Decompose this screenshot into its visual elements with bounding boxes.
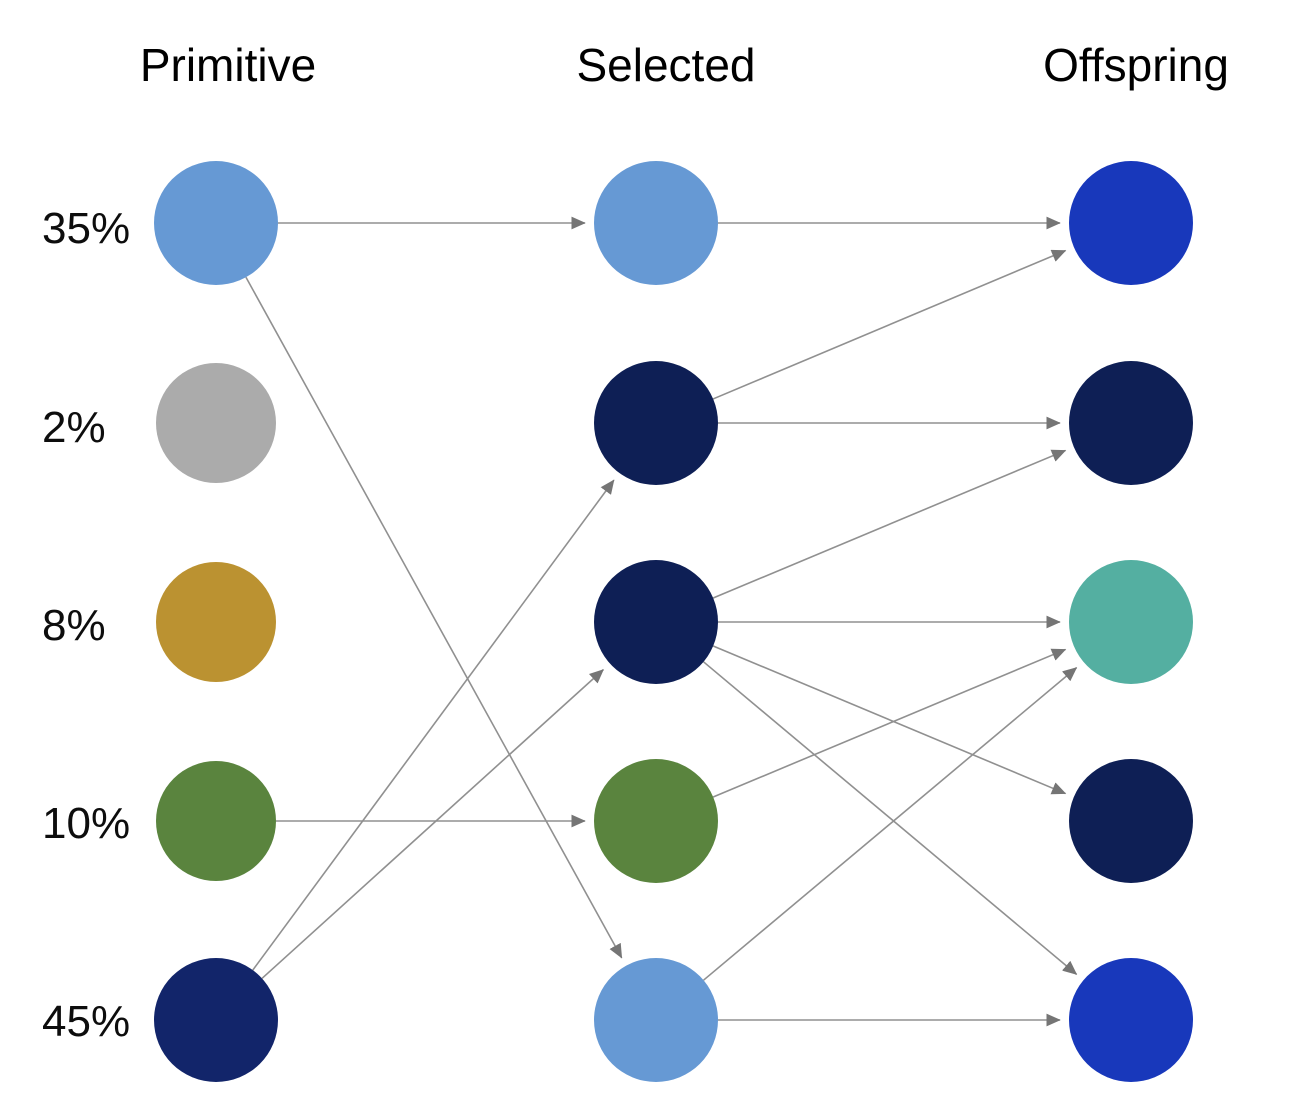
node-primitive-green[interactable] [156,761,276,881]
node-offspring-bright-blue[interactable] [1069,958,1193,1082]
node-offspring-teal[interactable] [1069,560,1193,684]
node-selected-light-blue[interactable] [594,958,718,1082]
percent-label-45: 45% [42,997,131,1046]
node-primitive-light-blue[interactable] [154,161,278,285]
percent-label-2: 2% [42,403,106,452]
column-header-selected: Selected [576,39,756,91]
node-selected-green[interactable] [594,759,718,883]
edge-p5-to-s2 [252,479,615,971]
node-offspring-bright-blue[interactable] [1069,161,1193,285]
node-primitive-gray[interactable] [156,363,276,483]
edge-s3-to-o2 [712,449,1067,599]
percent-label-10: 10% [42,799,131,848]
node-selected-light-blue[interactable] [594,161,718,285]
node-primitive-navy[interactable] [154,958,278,1082]
edge-s3-to-o5 [703,661,1078,976]
percent-label-8: 8% [42,601,106,650]
edge-s4-to-o3 [712,648,1067,798]
node-primitive-gold[interactable] [156,562,276,682]
column-header-primitive: Primitive [139,39,317,91]
node-offspring-dark-navy[interactable] [1069,361,1193,485]
node-offspring-dark-navy[interactable] [1069,759,1193,883]
edge-p1-to-s5 [245,276,623,959]
edge-s2-to-o1 [712,249,1067,400]
column-header-offspring: Offspring [1043,39,1229,91]
edge-s5-to-o3 [703,666,1078,981]
edge-p5-to-s3 [261,669,604,980]
node-selected-dark-navy[interactable] [594,361,718,485]
node-selected-dark-navy[interactable] [594,560,718,684]
percent-label-35: 35% [42,204,131,253]
edge-s3-to-o4 [712,645,1067,795]
